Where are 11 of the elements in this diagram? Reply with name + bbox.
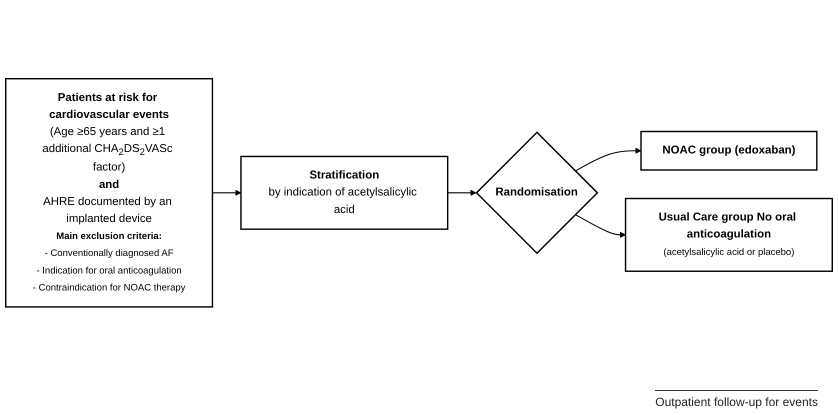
node-box bbox=[624, 197, 833, 272]
arrow bbox=[448, 189, 476, 196]
node-box bbox=[5, 78, 214, 308]
arrow bbox=[575, 214, 626, 238]
node-box bbox=[640, 130, 818, 170]
node-diamond bbox=[476, 131, 598, 254]
node-box bbox=[240, 155, 448, 230]
flowchart: Patients at risk for cardiovascular events (Age ≥65 years and ≥1 additional CHA$_{2}$DS$_{2}$VASc factor) and AHRE documented by an implanted device Main exclusion criteria: - Conventionally diagnosed AF - Indication for oral anticoagulation - Contraindication for NOAC therapy Stratification by indication of acetylsalicylic acid Randomisation NOAC group (edoxaban) Usual Care group No oral anticoagulation (acetylsalicylic acid or placebo) bbox=[0, 72, 838, 312]
arrow bbox=[575, 147, 642, 172]
note-text: Outpatient follow-up for events bbox=[655, 390, 818, 409]
arrow bbox=[212, 189, 242, 196]
